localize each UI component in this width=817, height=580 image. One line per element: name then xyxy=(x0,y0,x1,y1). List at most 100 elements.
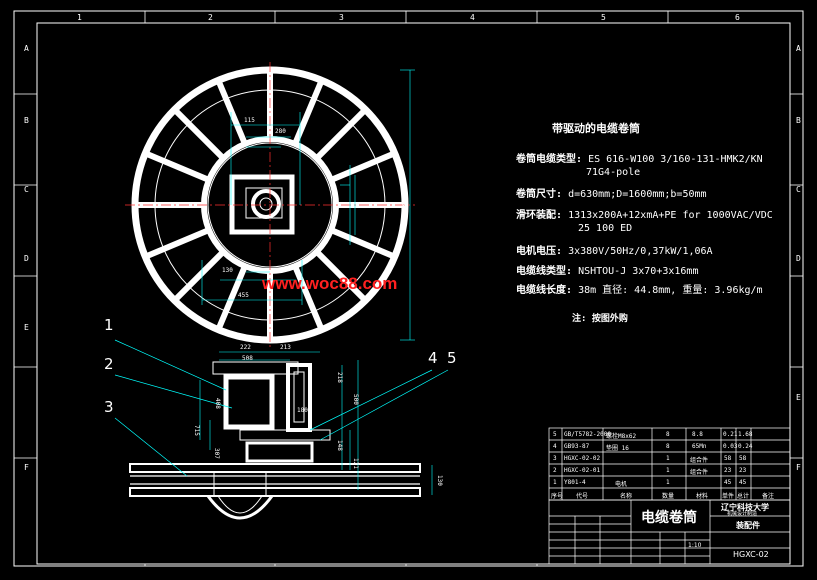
bom-row-5-no: 5 xyxy=(553,431,557,438)
title-block xyxy=(548,499,791,565)
bom-header-mat: 材料 xyxy=(696,493,709,500)
dim-180: 180 xyxy=(297,407,308,414)
spec-value: 25 100 ED xyxy=(578,223,633,234)
bom-row-5-w1: 0.21 xyxy=(723,431,738,438)
watermark: www.woc88.com xyxy=(262,274,398,293)
spec-line-cable-model: 电缆线类型: NSHTOU-J 3x70+3x16mm xyxy=(516,262,698,277)
bom-row-5-w2: 1.68 xyxy=(738,431,753,438)
bom-header-no: 序号 xyxy=(551,493,564,500)
bom-table xyxy=(548,427,791,501)
dim-320: 320 xyxy=(263,137,274,144)
callout-2: 2 xyxy=(104,355,114,373)
outer-frame xyxy=(13,10,804,567)
col-label-5: 5 xyxy=(601,13,606,22)
bom-row-1-w2: 45 xyxy=(739,479,747,486)
bom-row-5-name: 螺栓M8x62 xyxy=(606,433,637,440)
row-label-f: F xyxy=(24,463,29,472)
dim-455: 455 xyxy=(238,292,249,299)
dim-1600: Ø1600 xyxy=(400,195,407,214)
row-label-d-right: D xyxy=(796,254,801,263)
spec-title: 带驱动的电缆卷筒 xyxy=(552,122,640,135)
spec-value: NSHTOU-J 3x70+3x16mm xyxy=(578,266,699,277)
bom-header-name: 名称 xyxy=(620,493,633,500)
spec-value: 71G4-pole xyxy=(586,167,641,178)
row-label-c-right: C xyxy=(796,185,801,194)
school-name: 辽宁科技大学 xyxy=(721,503,769,512)
dim-508: 508 xyxy=(242,355,253,362)
dim-213: 213 xyxy=(280,344,291,351)
callout-3: 3 xyxy=(104,398,114,416)
dimension-lines-front xyxy=(201,69,415,341)
bom-row-4-no: 4 xyxy=(553,443,557,450)
bom-row-3-no: 3 xyxy=(553,455,557,462)
row-label-a: A xyxy=(24,44,29,53)
bom-row-4-qty: 8 xyxy=(666,443,670,450)
dim-280: 280 xyxy=(275,128,286,135)
spec-line-slip-ring: 滑环装配: 1313x200A+12xmA+PE for 1000VAC/VDC xyxy=(516,206,773,221)
spec-label: 电缆线类型: xyxy=(516,266,573,277)
dim-218: 218 xyxy=(336,372,343,383)
dim-307: 307 xyxy=(213,448,220,459)
bom-row-1-qty: 1 xyxy=(666,479,670,486)
dim-130-side: 130 xyxy=(436,475,443,486)
frame-ticks xyxy=(14,11,803,566)
bom-row-1-name: 电机 xyxy=(615,481,628,488)
spec-line-cable-length: 电缆线长度: 38m 直径: 44.8mm, 重量: 3.96kg/m xyxy=(516,281,763,296)
spec-line-motor-voltage: 电机电压: 3x380V/50Hz/0,37kW/1,06A xyxy=(516,242,713,257)
spec-label: 卷筒尺寸: xyxy=(516,189,563,200)
bom-row-1-no: 1 xyxy=(553,479,557,486)
dim-408: 408 xyxy=(214,398,221,409)
bom-row-5-code: GB/T5782-2000 xyxy=(564,431,611,438)
bom-row-1-code: Y801-4 xyxy=(564,479,586,486)
dim-121: 121 xyxy=(352,458,359,469)
spec-line-reel-size: 卷筒尺寸: d=630mm;D=1600mm;b=50mm xyxy=(516,185,707,200)
inner-frame xyxy=(36,22,791,565)
bom-header-qty: 数量 xyxy=(662,493,675,500)
bom-header-code: 代号 xyxy=(576,493,589,500)
bom-row-2-w2: 23 xyxy=(739,467,747,474)
bom-row-5-qty: 8 xyxy=(666,431,670,438)
dim-148: 148 xyxy=(336,440,343,451)
row-label-d: D xyxy=(24,254,29,263)
row-label-e-right: E xyxy=(796,393,801,402)
row-label-b: B xyxy=(24,116,29,125)
reel-side-view xyxy=(129,361,421,520)
bom-row-2-mat: 组合件 xyxy=(690,469,709,476)
col-label-4: 4 xyxy=(470,13,475,22)
spec-value: 38m 直径: 44.8mm, 重量: 3.96kg/m xyxy=(578,285,763,296)
part-type: 装配件 xyxy=(736,521,760,530)
spec-line-slip-ring-2: 25 100 ED xyxy=(578,223,632,234)
dim-500: 500 xyxy=(352,394,359,405)
bom-row-3-w2: 58 xyxy=(739,455,747,462)
row-label-a-right: A xyxy=(796,44,801,53)
spec-note: 注: 按图外购 xyxy=(572,314,628,324)
bom-row-3-qty: 1 xyxy=(666,455,670,462)
row-label-b-right: B xyxy=(796,116,801,125)
dim-222: 222 xyxy=(240,344,251,351)
dimension-lines-side xyxy=(199,351,433,495)
bom-header-w1: 单件 xyxy=(722,493,735,500)
bom-row-4-code: GB93-87 xyxy=(564,443,590,450)
spec-value: d=630mm;D=1600mm;b=50mm xyxy=(568,189,707,200)
dim-115: 115 xyxy=(244,117,255,124)
bom-row-4-name: 垫圈 16 xyxy=(606,445,629,452)
bom-row-4-mat: 65Mn xyxy=(692,443,707,450)
dim-715: 715 xyxy=(193,425,200,436)
leader-lines xyxy=(114,339,449,477)
spec-value: 3x380V/50Hz/0,37kW/1,06A xyxy=(568,246,713,257)
bom-row-2-code: HGXC-02-01 xyxy=(564,467,601,474)
row-label-c: C xyxy=(24,185,29,194)
drawing-name: 电缆卷筒 xyxy=(641,510,697,526)
drawing-code: HGXC-02 xyxy=(733,550,769,559)
dim-130: 130 xyxy=(222,267,233,274)
bom-header-note: 备注 xyxy=(762,493,775,500)
bom-header-w2: 总计 xyxy=(737,493,750,500)
spec-value: ES 616-W100 3/160-131-HMK2/KN xyxy=(588,154,763,165)
callout-1: 1 xyxy=(104,316,114,334)
callout-5: 5 xyxy=(447,349,457,367)
bom-row-3-w1: 58 xyxy=(724,455,732,462)
spec-label: 卷筒电缆类型: xyxy=(516,154,583,165)
bom-row-2-w1: 23 xyxy=(724,467,732,474)
row-label-f-right: F xyxy=(796,463,801,472)
